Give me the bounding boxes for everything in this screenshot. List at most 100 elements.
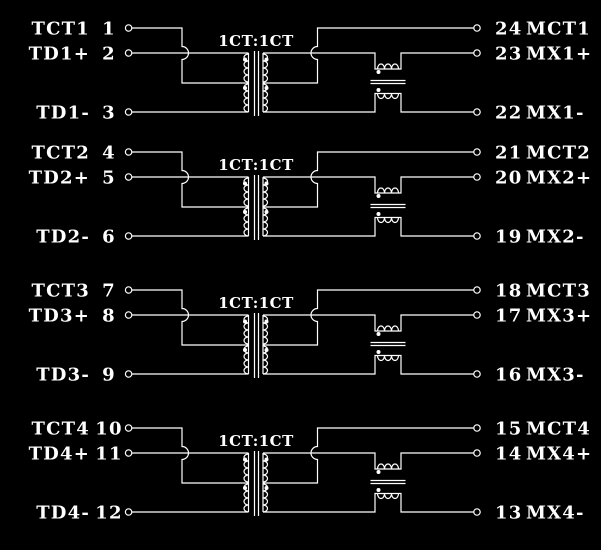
- pin-terminal-right: [473, 449, 481, 457]
- mx-minus-wire: [263, 354, 474, 375]
- left-pin-name: TD3+: [29, 306, 90, 327]
- right-pin-name: MX2-: [526, 227, 585, 248]
- choke-bottom-winding: [376, 493, 400, 500]
- left-pin-name: TD1-: [36, 103, 90, 124]
- left-pin-name: TD4-: [36, 503, 90, 524]
- choke-bottom-winding: [376, 93, 400, 100]
- choke-bottom-winding: [376, 217, 400, 224]
- polarity-dot: [376, 470, 381, 474]
- left-pin-name: TCT1: [32, 19, 90, 40]
- left-pin-name: TD4+: [29, 444, 90, 465]
- pin-terminal-right: [473, 424, 481, 432]
- mx-plus-wire: [263, 452, 474, 470]
- right-pin-number: 22: [495, 103, 522, 124]
- polarity-dot: [243, 457, 247, 462]
- mx-minus-wire: [263, 492, 474, 513]
- polarity-dot: [264, 486, 269, 490]
- pin-terminal-left: [124, 449, 133, 457]
- right-pin-number: 16: [495, 365, 522, 386]
- left-pin-number: 2: [102, 44, 116, 65]
- mx-plus-wire: [263, 314, 474, 332]
- polarity-dot: [264, 181, 269, 186]
- transformer-2: [243, 175, 269, 240]
- left-pin-name: TD1+: [29, 44, 90, 65]
- right-pin-number: 19: [495, 227, 522, 248]
- left-pin-name: TD3-: [36, 365, 90, 386]
- right-pin-name: MX3+: [526, 306, 592, 327]
- right-pin-name: MCT1: [526, 19, 591, 40]
- polarity-dot: [376, 194, 381, 198]
- common-mode-choke-3: [370, 325, 406, 362]
- pin-terminal-right: [473, 232, 481, 240]
- transformer-core: [253, 51, 260, 116]
- pin-terminal-left: [124, 424, 133, 432]
- right-pin-number: 24: [495, 19, 522, 40]
- polarity-dot: [243, 86, 247, 90]
- pin-terminal-right: [473, 148, 481, 156]
- choke-top-winding: [376, 63, 400, 70]
- left-pin-name: TCT3: [32, 281, 90, 302]
- pin-terminal-right: [473, 24, 481, 32]
- mx-minus-wire: [263, 92, 474, 113]
- transformer-core: [253, 313, 260, 378]
- turns-ratio-label: 1CT:1CT: [218, 156, 294, 174]
- polarity-dot: [376, 350, 381, 354]
- pin-terminal-left: [124, 173, 133, 181]
- left-pin-number: 5: [102, 168, 116, 189]
- left-pin-name: TCT2: [32, 143, 90, 164]
- polarity-dot: [243, 181, 247, 186]
- transformer-core: [253, 451, 260, 516]
- turns-ratio-label: 1CT:1CT: [218, 294, 294, 312]
- mct-wire: [263, 151, 474, 208]
- polarity-dot: [264, 348, 269, 352]
- right-pin-number: 21: [495, 143, 522, 164]
- pin-terminal-left: [124, 148, 133, 156]
- left-pin-number: 10: [95, 419, 122, 440]
- right-pin-number: 23: [495, 44, 522, 65]
- choke-core: [370, 479, 406, 485]
- pin-terminal-right: [473, 311, 481, 319]
- transformer-core: [253, 175, 260, 240]
- transformer-4: [243, 451, 269, 516]
- pin-terminal-left: [124, 232, 133, 240]
- mx-plus-wire: [263, 52, 474, 70]
- right-pin-name: MX4+: [526, 444, 592, 465]
- polarity-dot: [376, 70, 381, 74]
- choke-bottom-winding: [376, 355, 400, 362]
- turns-ratio-label: 1CT:1CT: [218, 432, 294, 450]
- pin-terminal-right: [473, 508, 481, 516]
- pin-terminal-left: [124, 508, 133, 516]
- pin-terminal-left: [124, 286, 133, 294]
- polarity-dot: [243, 57, 247, 62]
- common-mode-choke-1: [370, 63, 406, 100]
- polarity-dot: [376, 212, 381, 216]
- mct-wire: [263, 289, 474, 346]
- mx-plus-wire: [263, 176, 474, 194]
- polarity-dot: [264, 57, 269, 62]
- pin-terminal-right: [473, 108, 481, 116]
- pin-terminal-right: [473, 49, 481, 57]
- pin-terminal-left: [124, 370, 133, 378]
- right-pin-name: MX2+: [526, 168, 592, 189]
- mct-wire: [263, 427, 474, 484]
- left-pin-number: 7: [102, 281, 116, 302]
- choke-top-winding: [376, 187, 400, 194]
- choke-core: [370, 341, 406, 347]
- polarity-dot: [264, 319, 269, 324]
- transformer-1: [243, 51, 269, 116]
- polarity-dot: [243, 210, 247, 214]
- right-pin-number: 15: [495, 419, 522, 440]
- pin-terminal-left: [124, 108, 133, 116]
- right-pin-number: 14: [495, 444, 522, 465]
- polarity-dot: [376, 332, 381, 336]
- pin-terminal-left: [124, 311, 133, 319]
- left-pin-number: 8: [102, 306, 116, 327]
- left-pin-number: 1: [102, 19, 116, 40]
- polarity-dot: [264, 210, 269, 214]
- right-pin-name: MCT2: [526, 143, 591, 164]
- pin-terminal-left: [124, 49, 133, 57]
